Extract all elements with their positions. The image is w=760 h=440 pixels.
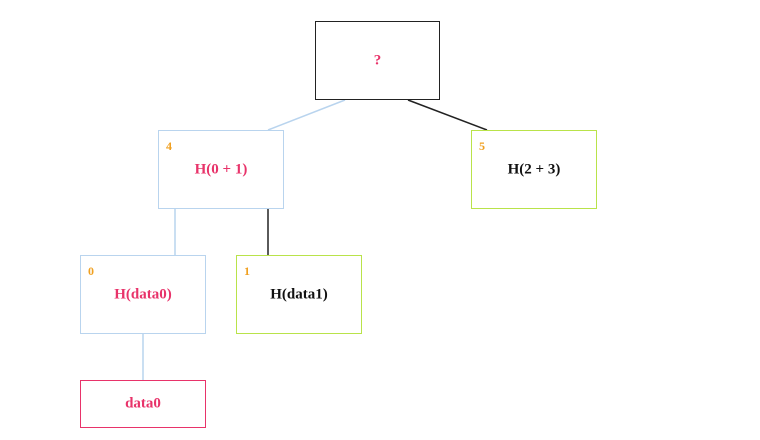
data0-leaf-label: data0 — [125, 395, 161, 412]
edge-root-to-5 — [407, 99, 488, 131]
data0-leaf-node: data0 — [80, 380, 206, 428]
node-5-index: 5 — [479, 139, 485, 153]
node-0: 0 H(data0) — [80, 255, 206, 334]
node-4: 4 H(0 + 1) — [158, 130, 284, 209]
root-node-label: ? — [373, 52, 382, 68]
root-node: ? — [315, 21, 440, 100]
node-4-label: H(0 + 1) — [194, 161, 248, 177]
edge-root-to-4 — [267, 99, 346, 131]
node-5-label: H(2 + 3) — [507, 161, 561, 177]
node-0-index: 0 — [88, 264, 94, 278]
node-4-index: 4 — [166, 139, 172, 153]
node-1: 1 H(data1) — [236, 255, 362, 334]
node-1-label: H(data1) — [270, 286, 328, 302]
node-0-label: H(data0) — [114, 286, 172, 302]
node-5: 5 H(2 + 3) — [471, 130, 597, 209]
node-1-index: 1 — [244, 264, 250, 278]
